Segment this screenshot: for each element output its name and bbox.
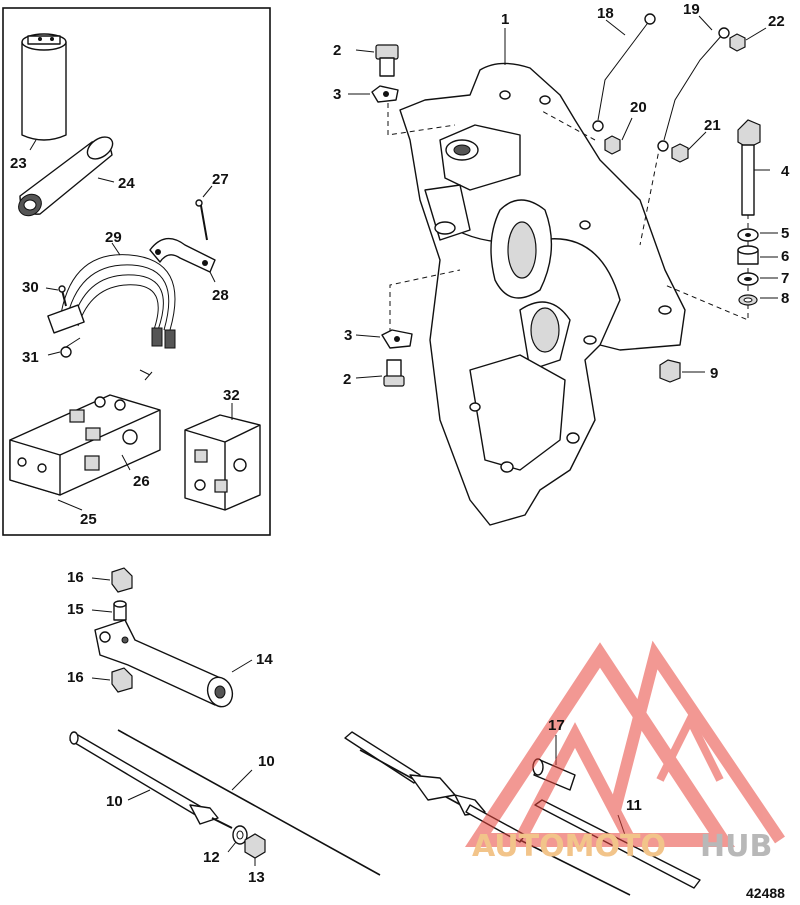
part-9-nut [659,359,705,383]
part-6-bushing [737,245,778,265]
alignment-line-right [664,205,749,321]
callout-24: 24 [118,175,135,192]
part-10-shaft [69,731,233,829]
reference-number: 42488 [746,885,785,901]
callout-19: 19 [683,1,700,18]
part-2-bolt-lower [355,359,405,387]
part-13-nut [244,833,266,866]
callout-31: 31 [22,349,39,366]
callout-11: 11 [626,797,642,814]
callout-29: 29 [105,229,122,246]
callout-7: 7 [781,270,789,287]
alignment-line-top-left [387,103,456,136]
watermark-logo [464,640,785,847]
part-2-bolt-upper [355,44,399,77]
callout-27: 27 [212,171,229,188]
part-5-washer [737,228,778,242]
callout-4: 4 [781,163,790,180]
part-25-26-valve-block [9,394,161,511]
callout-16-lower: 16 [67,669,84,686]
part-19-ground-strap [657,15,730,152]
callout-25: 25 [80,511,97,528]
callout-30: 30 [22,279,39,296]
callout-3-upper: 3 [333,86,341,103]
part-10-cable [117,729,381,876]
callout-15: 15 [67,601,84,618]
callout-5: 5 [781,225,789,242]
callout-10-cable: 10 [258,753,275,770]
callout-3-lower: 3 [344,327,352,344]
part-23-pump [21,33,67,151]
callout-10-shaft: 10 [106,793,123,810]
part-32-block [184,403,261,511]
callout-28: 28 [212,287,229,304]
callout-2-lower: 2 [343,371,351,388]
part-21-nut [671,131,707,163]
callout-8: 8 [781,290,789,307]
part-24-sleeve [18,136,115,217]
alignment-line-cables [539,109,661,246]
part-14-cylinder [94,619,253,708]
callout-32: 32 [223,387,240,404]
callout-26: 26 [133,473,150,490]
part-28-clamp [149,237,216,283]
part-22-nut [729,27,767,52]
callout-1: 1 [501,11,509,28]
part-3-lock-tab-lower [355,329,413,349]
callout-9: 9 [710,365,718,382]
part-16-plug-lower [91,667,133,693]
alignment-line-bottom-left [389,269,461,342]
callout-21: 21 [704,117,721,134]
callout-23: 23 [10,155,27,172]
watermark-text-auto: AUTOMOTO [472,829,666,864]
part-12-washer [227,825,248,853]
callout-13: 13 [248,869,265,886]
callout-22: 22 [768,13,785,30]
part-7-washer [737,272,778,286]
callout-16-upper: 16 [67,569,84,586]
callout-6: 6 [781,248,789,265]
part-4-pivot-bolt [737,119,770,216]
callout-17: 17 [548,717,565,734]
part-27-screw [195,185,213,241]
inset-box [2,7,271,536]
watermark-text-hub: HUB [700,829,772,864]
part-16-plug-upper [91,567,133,593]
part-steering-cable [344,731,631,896]
part-31-terminal [47,337,81,358]
callout-18: 18 [597,5,614,22]
part-18-ground-strap [592,13,656,132]
callout-20: 20 [630,99,647,116]
part-29-harness [47,242,176,381]
part-15-pin [91,600,127,621]
part-8-washer [738,294,778,306]
part-30-screw [45,285,67,307]
part-1-transom-bracket [399,28,686,526]
part-20-nut [604,117,633,155]
callout-12: 12 [203,849,220,866]
callout-2-upper: 2 [333,42,341,59]
callout-14: 14 [256,651,273,668]
part-3-lock-tab-upper [348,85,399,103]
